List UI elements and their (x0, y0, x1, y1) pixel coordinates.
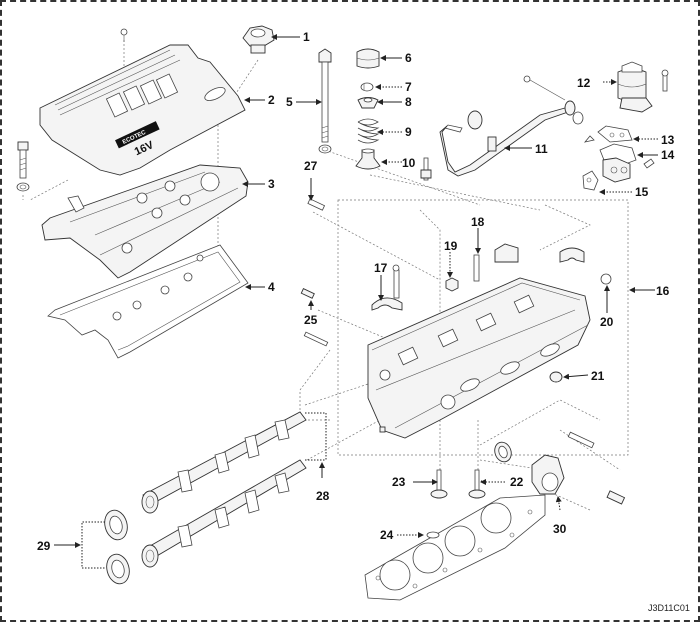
nut[interactable] (445, 277, 459, 292)
small-plug[interactable] (379, 426, 386, 433)
callout-19[interactable]: 19 (444, 239, 458, 253)
callout-3[interactable]: 3 (268, 177, 275, 191)
callout-15[interactable]: 15 (635, 185, 649, 199)
egr-gasket[interactable] (597, 125, 633, 143)
thermostat-housing[interactable] (492, 431, 626, 505)
figure-code: J3D11C01 (648, 603, 690, 613)
callout-30[interactable]: 30 (553, 522, 567, 536)
camshaft-lobes-upper (177, 419, 290, 493)
dowel[interactable] (303, 331, 329, 347)
callout-27[interactable]: 27 (304, 159, 318, 173)
callout-1[interactable]: 1 (303, 30, 310, 44)
bearing-cap-rear[interactable] (494, 243, 585, 263)
camshaft-lobes-lower (177, 472, 290, 548)
dowel-pin[interactable] (473, 254, 480, 282)
intake-valve[interactable] (468, 469, 486, 499)
callout-29[interactable]: 29 (37, 539, 51, 553)
egr-adapter[interactable] (583, 135, 655, 183)
cylinder-head-cover-gasket[interactable] (47, 244, 249, 359)
egr-valve[interactable] (617, 61, 669, 113)
callout-2[interactable]: 2 (268, 93, 275, 107)
callout-22[interactable]: 22 (510, 475, 524, 489)
camshaft-seals[interactable] (81, 508, 133, 587)
camshafts[interactable] (141, 411, 307, 568)
callout-labels: 1 2 3 4 5 6 7 8 9 10 11 12 13 14 15 16 1… (37, 30, 675, 553)
callout-8[interactable]: 8 (405, 95, 412, 109)
callout-21[interactable]: 21 (591, 369, 605, 383)
callout-11[interactable]: 11 (535, 142, 548, 156)
cylinder-head-cover[interactable] (41, 164, 249, 279)
callout-12[interactable]: 12 (577, 76, 591, 90)
callout-28[interactable]: 28 (316, 489, 330, 503)
oil-filler-cap[interactable] (242, 25, 275, 54)
engine-cover-emblem (115, 121, 160, 149)
callout-9[interactable]: 9 (405, 125, 412, 139)
plug[interactable] (600, 273, 612, 285)
cylinder-head-gasket[interactable] (364, 494, 546, 601)
stud-bolt[interactable] (420, 157, 432, 181)
callout-14[interactable]: 14 (661, 148, 675, 162)
sleeve[interactable] (549, 371, 563, 383)
leader-lines (54, 34, 658, 548)
valve-spring[interactable] (357, 118, 380, 144)
callout-10[interactable]: 10 (402, 156, 416, 170)
callout-4[interactable]: 4 (268, 280, 275, 294)
callout-6[interactable]: 6 (405, 51, 412, 65)
callout-18[interactable]: 18 (471, 215, 485, 229)
stud[interactable] (307, 198, 326, 211)
cover-bolt[interactable] (16, 141, 30, 192)
callout-25[interactable]: 25 (304, 313, 318, 327)
exhaust-valve[interactable] (430, 469, 448, 499)
callout-20[interactable]: 20 (600, 315, 614, 329)
sensor[interactable] (300, 288, 315, 299)
valve-tappet[interactable] (356, 48, 380, 69)
valve-stem-seal[interactable] (355, 148, 381, 170)
callout-7[interactable]: 7 (405, 80, 412, 94)
callout-5[interactable]: 5 (286, 95, 293, 109)
callout-17[interactable]: 17 (374, 261, 388, 275)
valve-keeper[interactable] (360, 82, 374, 92)
engine-cover[interactable]: ECOTEC 16V (39, 28, 246, 176)
callout-23[interactable]: 23 (392, 475, 406, 489)
callout-13[interactable]: 13 (661, 133, 675, 147)
cylinder-head-bolt[interactable] (318, 48, 332, 154)
valve-spring-retainer[interactable] (357, 97, 379, 109)
callout-16[interactable]: 16 (656, 284, 670, 298)
cylinder-head[interactable] (367, 277, 591, 439)
egr-adapter-gasket[interactable] (582, 170, 599, 191)
callout-24[interactable]: 24 (380, 528, 394, 542)
egr-pipe[interactable] (439, 75, 584, 177)
